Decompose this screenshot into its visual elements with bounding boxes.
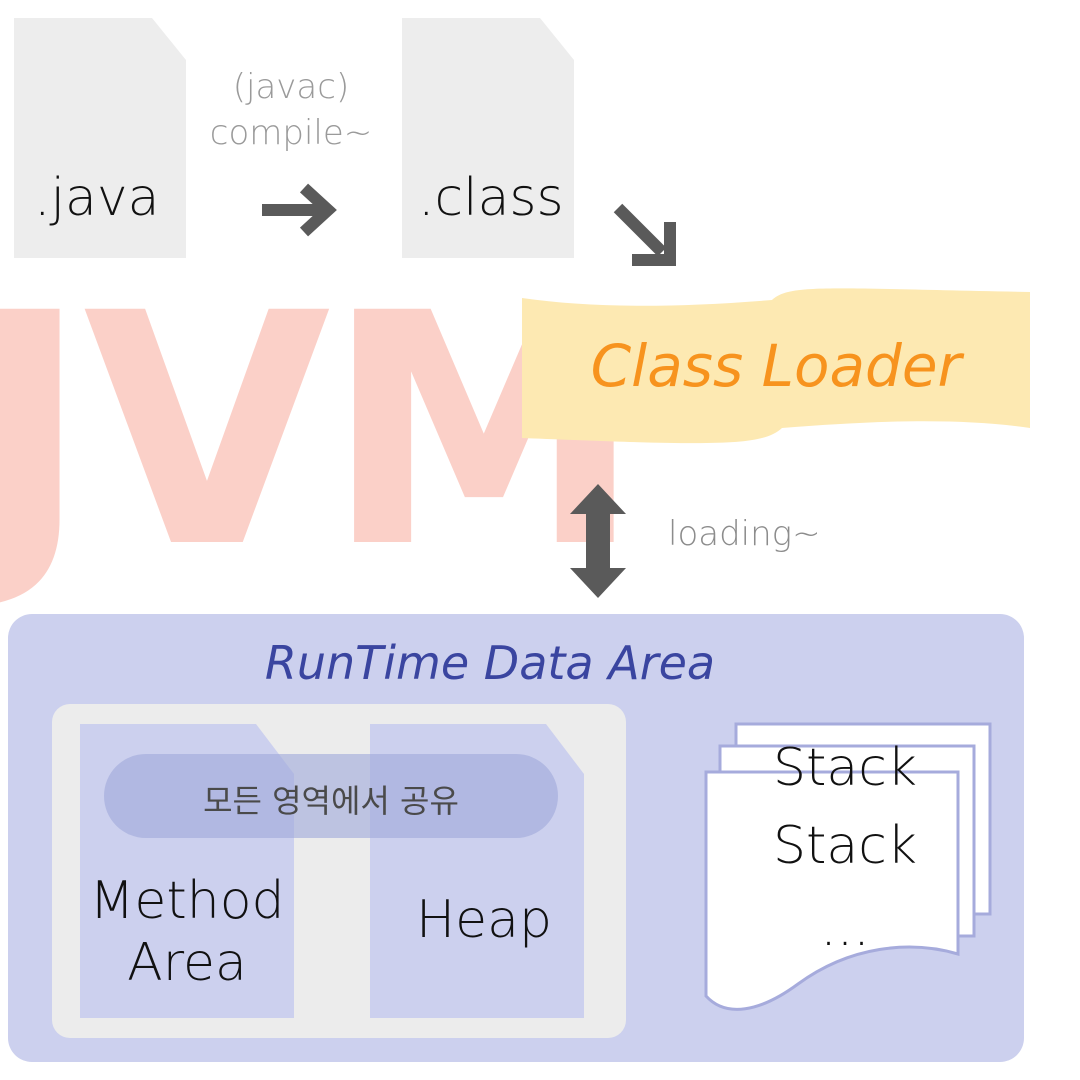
compile-step-label: (javac) compile~ — [209, 67, 373, 153]
diagonal-arrow-icon — [610, 200, 680, 270]
java-file-shape — [14, 18, 186, 258]
heap-label: Heap — [416, 890, 552, 950]
class-loader-banner — [522, 286, 1030, 450]
stack-label: Stack — [773, 816, 917, 876]
class-loader-label: Class Loader — [590, 332, 962, 400]
method-area-label: Method Area — [89, 871, 285, 993]
stack-label: Stack — [773, 738, 917, 798]
class-file-label: .class — [418, 168, 564, 228]
double-arrow-icon — [570, 484, 626, 598]
stack-pages — [700, 718, 1000, 1028]
right-arrow-icon — [258, 180, 338, 240]
shared-note-label: 모든 영역에서 공유 — [203, 782, 459, 820]
stack-more-label: ... — [820, 898, 870, 958]
runtime-data-area-title: RunTime Data Area — [264, 636, 716, 690]
shared-note-pill — [104, 754, 558, 838]
java-file-label: .java — [34, 168, 160, 228]
class-file-shape — [402, 18, 574, 258]
loading-step-label: loading~ — [668, 514, 821, 554]
